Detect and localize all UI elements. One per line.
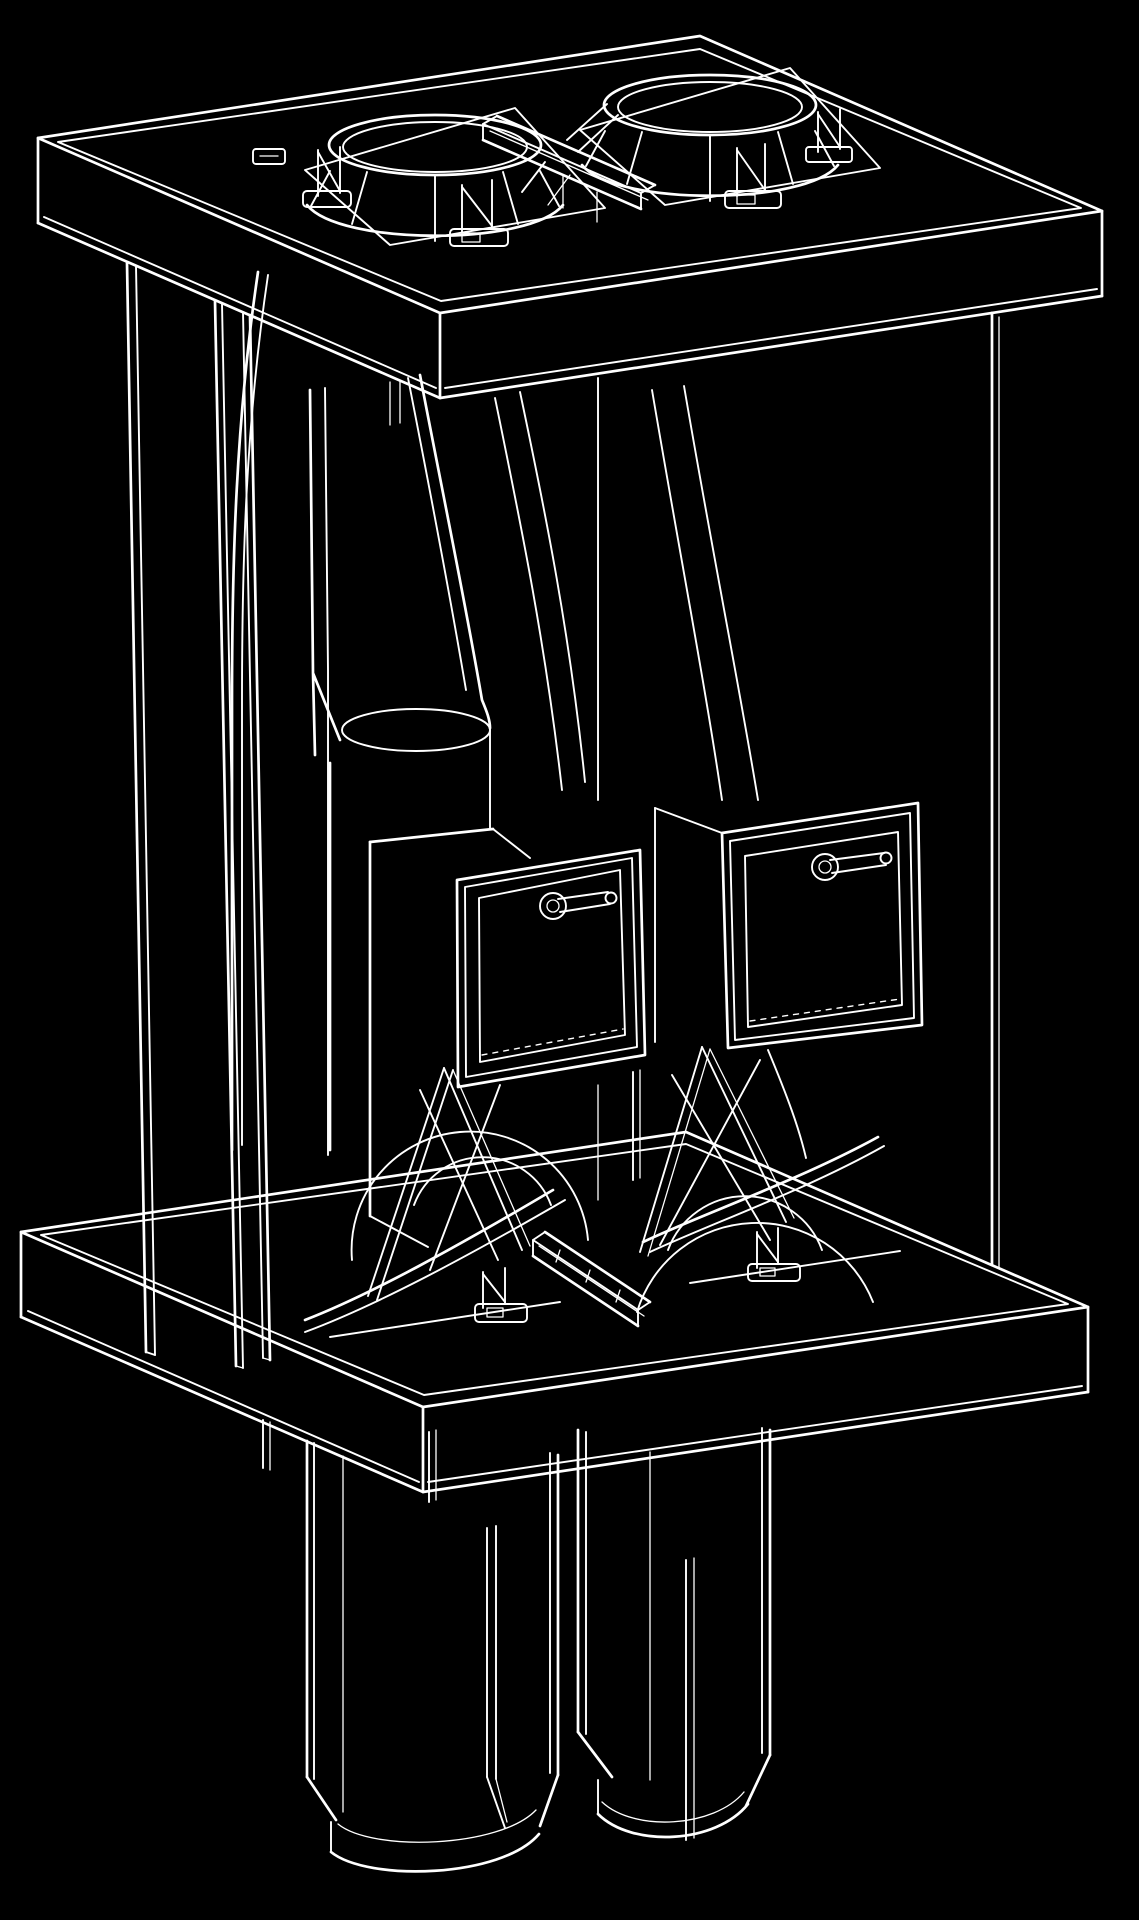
clamp-foot-pad [747,1263,801,1282]
clamp-foot-pad [449,228,509,247]
center-duct-curves [494,377,599,1201]
discharge-sleeve-left [262,1419,560,1873]
body-right-edge [990,311,1000,1269]
collar-clamp-brackets-top [252,108,853,247]
right-duct-curves [651,385,807,1159]
door-handle-left [539,891,618,920]
collar-clamp-brackets-bottom [474,1227,801,1323]
inlet-collar-left [305,113,565,242]
clamp-foot-pad [724,190,782,209]
mount-pad [252,148,286,165]
top-center-rib-beam [481,103,657,223]
clamp-foot-pad [805,146,853,163]
top-plate [36,34,1104,400]
door-mounting-box-right [654,807,723,1043]
access-door-right [720,801,924,1050]
clamp-foot-pad [302,190,352,208]
bottom-plate [19,1130,1090,1494]
top-plate-cutout-left [304,107,606,246]
top-plate-cutout-right [579,67,881,206]
funnel-braces-right [632,1046,795,1257]
outlet-elbow-right [636,1135,901,1313]
door-mounting-box-left [368,827,531,1248]
left-support-columns [125,261,272,1369]
door-handle-right [811,851,893,881]
discharge-sleeve-right [576,1427,772,1841]
funnel-braces-left [367,1067,531,1301]
clamp-foot-pad [474,1303,528,1323]
left-duct-bend [230,270,492,1156]
bottom-center-rib-beam [531,1230,652,1328]
access-door-left [455,848,647,1089]
outlet-elbow-left [303,1130,589,1338]
